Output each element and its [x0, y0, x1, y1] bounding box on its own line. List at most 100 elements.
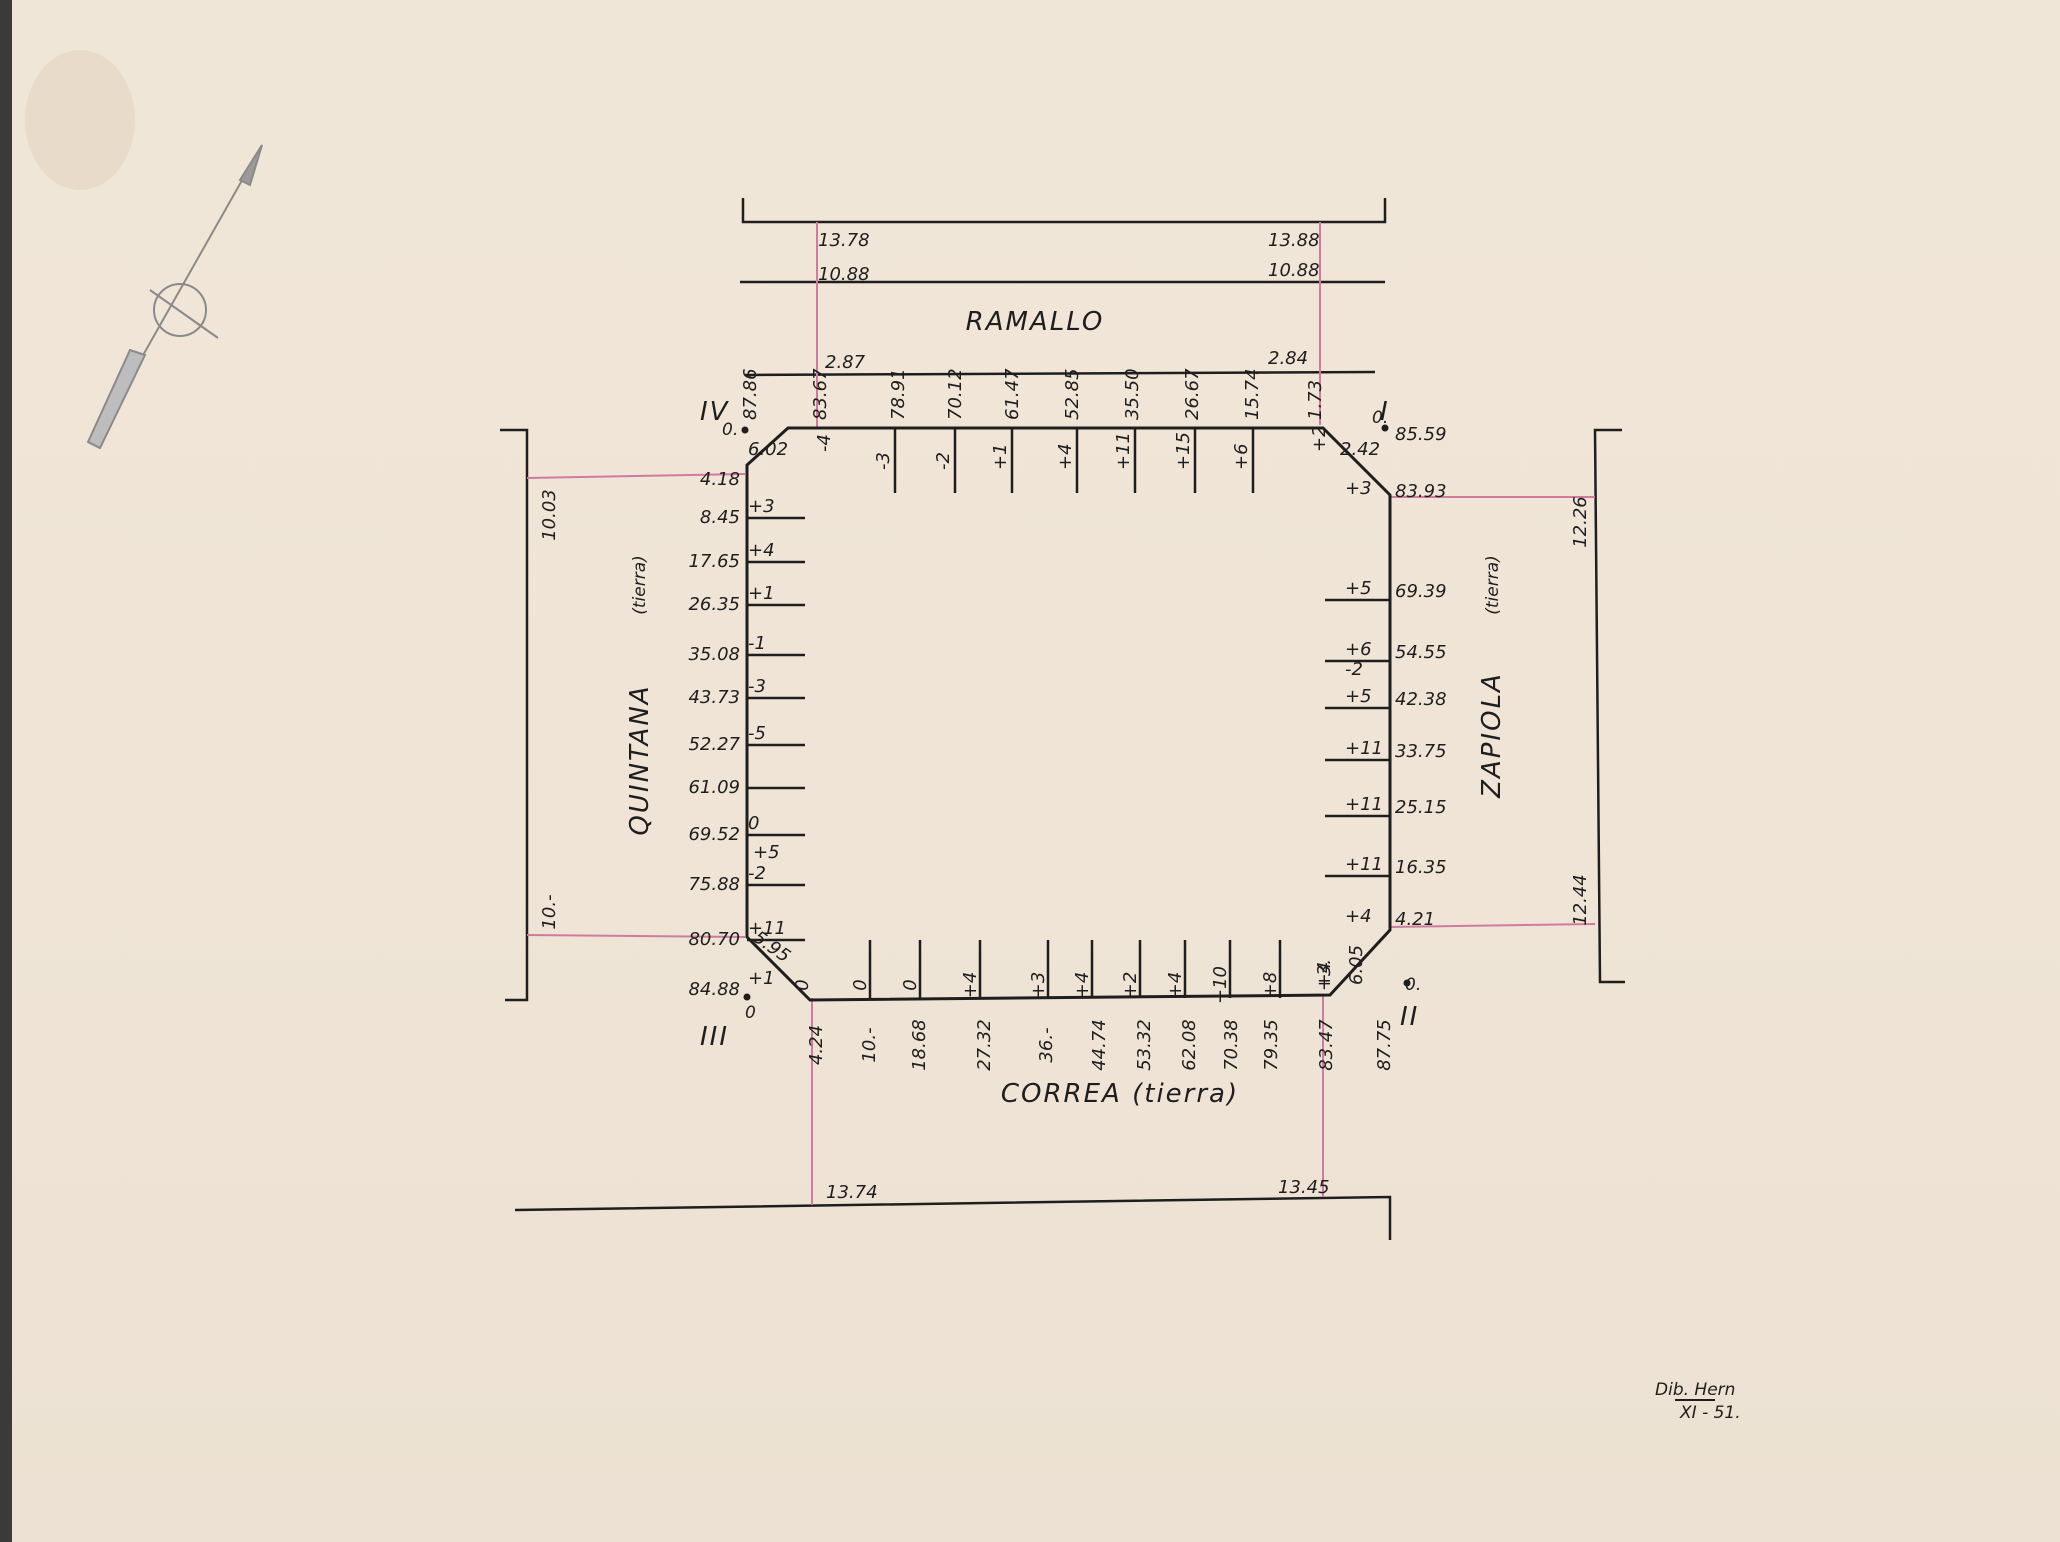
- west-level-label: 0: [748, 813, 759, 834]
- east-level-label: +5: [1345, 578, 1372, 599]
- west-dim-top: 10.03: [539, 489, 560, 541]
- north-level-label: +2: [1309, 425, 1330, 452]
- corner-zero-III: 0: [745, 1003, 756, 1023]
- south-position-label: 79.35: [1261, 1019, 1282, 1071]
- east-level-label: +5: [1345, 686, 1372, 707]
- south-position-label: 18.68: [909, 1019, 930, 1071]
- west-level-label: -5: [748, 723, 766, 744]
- north-position-label: 52.85: [1062, 368, 1083, 420]
- north-position-label: 35.50: [1122, 368, 1143, 420]
- north-dim-right-mid: 10.88: [1268, 260, 1320, 281]
- north-level-label: +4: [1055, 443, 1076, 470]
- south-level-label: +2: [1120, 972, 1141, 999]
- east-chamfer: 6.05: [1346, 945, 1367, 985]
- east-side-ticks: [1325, 598, 1390, 878]
- north-arrow-icon: [86, 144, 263, 450]
- north-position-label: 87.86: [740, 368, 761, 420]
- street-name-south: CORREA (tierra): [1001, 1079, 1239, 1109]
- west-level-label: -3: [748, 676, 766, 697]
- east-position-label: 69.39: [1395, 581, 1447, 602]
- north-dim-right-low: 2.84: [1268, 348, 1308, 369]
- north-position-label: 1.73: [1305, 380, 1326, 420]
- south-position-label: 87.75: [1374, 1019, 1395, 1071]
- north-level-label: +1: [990, 443, 1011, 470]
- street-name-north: RAMALLO: [966, 307, 1105, 337]
- west-position-label: 17.65: [688, 551, 740, 572]
- corner-zero-II: 0.: [1405, 975, 1421, 995]
- south-position-label: 83.47: [1316, 1019, 1337, 1071]
- north-position-label: 70.12: [945, 368, 966, 420]
- east-position-label: 83.93: [1395, 481, 1447, 502]
- west-side-ticks: [747, 516, 805, 942]
- corner-label-I: I: [1380, 397, 1390, 427]
- signature-line-1: Dib. Hern: [1655, 1380, 1735, 1400]
- west-position-label: 69.52: [688, 824, 740, 845]
- corner-points: [741, 424, 1411, 1001]
- east-level-label: +6: [1345, 639, 1372, 660]
- west-position-label: 8.45: [700, 507, 740, 528]
- west-position-label: 75.88: [688, 874, 740, 895]
- north-position-label: 26.67: [1182, 368, 1203, 420]
- west-dim-bottom: 10.-: [539, 894, 560, 929]
- east-level-extra: -2: [1345, 659, 1363, 680]
- north-level-label: +6: [1231, 443, 1252, 470]
- north-side-ticks: [893, 428, 1255, 493]
- south-side-ticks: [868, 940, 1282, 998]
- sheet-edge: [0, 0, 12, 1542]
- north-dim-left-low: 2.87: [825, 352, 866, 373]
- street-boundaries: [500, 198, 1625, 1240]
- west-position-label: 43.73: [688, 687, 740, 708]
- street-note-east: (tierra): [1483, 555, 1503, 615]
- east-dim-top: 12.26: [1570, 496, 1591, 548]
- north-position-label: 15.74: [1242, 368, 1263, 420]
- south-level-label: 0: [792, 979, 813, 990]
- north-level-label: -2: [933, 452, 954, 470]
- north-chamfer-right: 2.42: [1340, 439, 1380, 460]
- block-outline: [745, 426, 1392, 1002]
- north-level-label: +15: [1173, 432, 1194, 470]
- east-level-label: +4: [1345, 906, 1372, 927]
- west-position-label: 84.88: [688, 979, 740, 1000]
- west-level-label: +4: [748, 540, 775, 561]
- south-level-label: +4: [960, 972, 981, 999]
- north-level-label: -3: [873, 452, 894, 470]
- north-position-label: 78.91: [888, 368, 909, 420]
- west-level-label: +3: [748, 496, 775, 517]
- street-note-west: (tierra): [630, 555, 650, 615]
- street-name-west: QUINTANA: [625, 684, 655, 835]
- south-level-label: +8: [1260, 972, 1281, 999]
- east-level-label: +11: [1345, 738, 1383, 759]
- south-level-label: +4: [1072, 972, 1093, 999]
- south-level-label: +3.: [1314, 959, 1335, 991]
- north-position-label: 83.67: [810, 368, 831, 420]
- south-position-label: 44.74: [1089, 1019, 1110, 1071]
- north-dim-left-mid: 10.88: [818, 264, 870, 285]
- north-level-label: +11: [1113, 432, 1134, 470]
- south-position-label: 10.-: [859, 1027, 880, 1062]
- street-name-east: ZAPIOLA: [1477, 672, 1507, 799]
- south-level-label: +4: [1314, 962, 1335, 989]
- south-dim-right: 13.45: [1278, 1177, 1330, 1198]
- east-position-label: 54.55: [1395, 642, 1447, 663]
- south-position-label: 53.32: [1134, 1019, 1155, 1071]
- south-position-label: 4.24: [806, 1025, 827, 1065]
- north-dim-right-top: 13.88: [1268, 230, 1320, 251]
- west-level-label: -1: [748, 633, 766, 654]
- north-chamfer-left: 6.02: [748, 439, 788, 460]
- corner-label-III: III: [700, 1022, 729, 1052]
- west-position-label: 61.09: [688, 777, 740, 798]
- east-level-label: +11: [1345, 794, 1383, 815]
- south-level-label: 0: [900, 979, 921, 990]
- north-dim-left-top: 13.78: [818, 230, 870, 251]
- east-level-label: +3: [1345, 478, 1372, 499]
- dimension-lines: [526, 222, 1596, 1205]
- west-position-label: 4.18: [700, 469, 740, 490]
- south-position-label: 27.32: [974, 1019, 995, 1071]
- west-level-label: +1: [748, 583, 775, 604]
- west-level-extra: +5: [753, 842, 780, 863]
- south-position-label: 62.08: [1179, 1019, 1200, 1071]
- east-position-label: 33.75: [1395, 741, 1447, 762]
- north-position-label: 61.47: [1002, 368, 1023, 420]
- corner-zero-I: 0.: [1372, 408, 1388, 428]
